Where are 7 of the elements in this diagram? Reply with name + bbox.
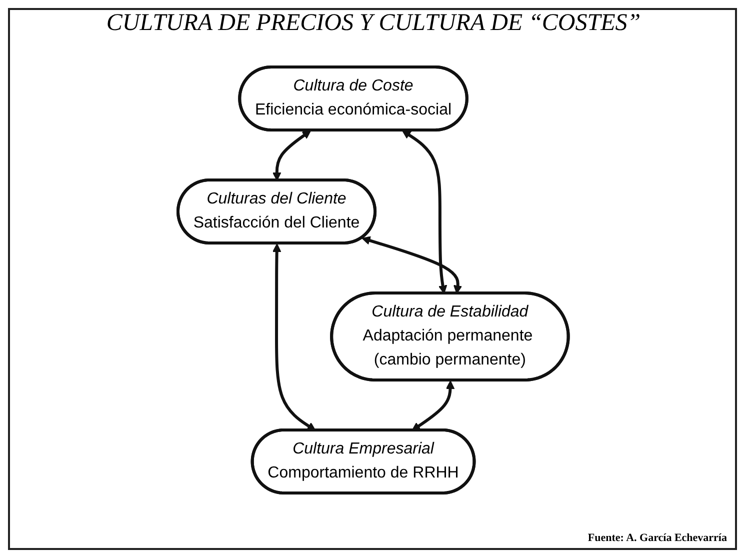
arrow [402,130,448,294]
arrow [272,130,312,181]
title: CULTURA DE PRECIOS Y CULTURA DE “COSTES” [105,10,642,37]
source-note: Fuente: A. García Echevarría [588,532,727,544]
arrow [362,236,462,294]
arrow [272,244,316,431]
arrow [412,380,456,431]
